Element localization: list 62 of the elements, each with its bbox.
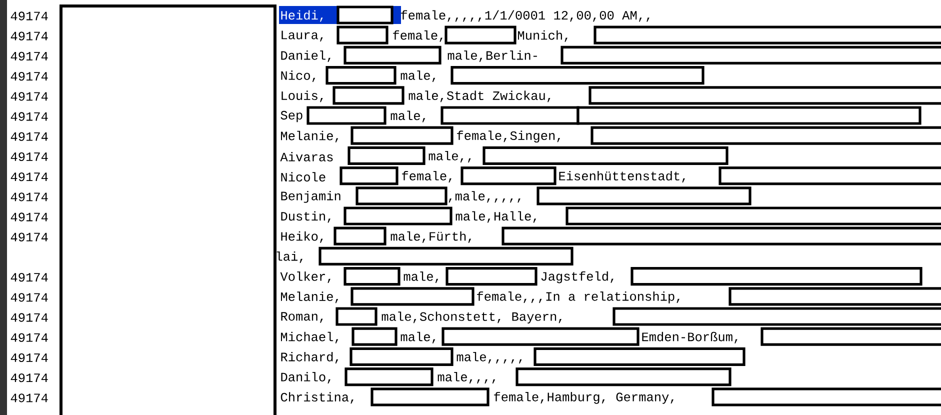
cell-text: Daniel,	[281, 50, 330, 62]
cell-text: 49174	[10, 353, 48, 362]
cell-text: Laura,	[282, 30, 323, 42]
cell-text: Sep	[280, 110, 302, 122]
highlighted-text: Heidi,	[281, 10, 323, 22]
cell-text: 49174	[10, 132, 48, 141]
cell-text: Jagstfeld,	[541, 271, 614, 284]
cell-text: female,,,,,1/1/0001 12,00,00 AM,,	[401, 10, 650, 22]
cell-text: male,Stadt Zwickau,	[408, 90, 550, 102]
cell-text: Louis,	[282, 90, 323, 102]
cell-text: male,	[390, 110, 426, 122]
cell-text: Aivaras	[280, 152, 333, 162]
cell-text: male,Halle,	[456, 211, 536, 223]
cell-text: male,	[404, 272, 438, 284]
cell-text: 49174	[10, 52, 48, 61]
cell-text: Volker,	[280, 272, 330, 284]
cell-text: Dustin,	[281, 211, 330, 223]
cell-text: 49174	[10, 272, 48, 282]
cell-text: Nicole	[281, 172, 326, 182]
cell-text: 49174	[10, 394, 48, 402]
cell-text: Heiko,	[281, 231, 323, 243]
cell-text: male,,,,	[438, 372, 496, 384]
cell-text: Melanie,	[281, 292, 338, 304]
cell-text: male,Schonstett, Bayern,	[382, 312, 562, 324]
cell-text: Danilo,	[281, 372, 330, 384]
cell-text: Munich,	[518, 30, 568, 42]
cell-text: female,	[402, 171, 452, 183]
cell-text: Michael,	[281, 332, 338, 344]
cell-text: male,,	[428, 150, 471, 162]
cell-text: 49174	[10, 333, 48, 342]
cell-text: 49174	[10, 293, 48, 302]
cell-text: Emden-Borßum,	[642, 332, 738, 344]
cell-text: Benjamin	[281, 190, 340, 203]
cell-text: 49174	[10, 313, 48, 322]
cell-text: lai,	[276, 251, 302, 263]
cell-text: 49174	[10, 172, 48, 182]
cell-text: male,,,,,	[456, 352, 522, 364]
cell-text: Melanie,	[281, 130, 338, 142]
cell-text: 49174	[10, 232, 48, 242]
cell-text: female,Hamburg, Germany,	[494, 392, 674, 404]
cell-text: 49174	[10, 92, 48, 101]
cell-text: 49174	[10, 32, 48, 40]
cell-text: male,	[400, 332, 436, 344]
cell-text: 49174	[10, 212, 48, 222]
cell-text: 49174	[10, 152, 48, 162]
cell-text: male,	[400, 70, 436, 82]
cell-text: Eisenhüttenstadt,	[559, 171, 685, 183]
cell-text: 49174	[10, 373, 48, 382]
cell-text: female,,,In a relationship,	[477, 291, 680, 304]
cell-text: Richard,	[281, 352, 338, 364]
cell-text: 49174	[10, 12, 48, 20]
cell-text: female,Singen,	[457, 130, 560, 143]
cell-text: Roman,	[281, 312, 323, 323]
cell-text: female,	[393, 30, 442, 42]
cell-text: 49174	[10, 112, 48, 121]
cell-text: ,male,,,,,	[448, 191, 520, 203]
cell-text: Christina,	[280, 392, 354, 404]
cell-text: male,Fürth,	[390, 231, 472, 243]
cell-text: 49174	[10, 72, 48, 81]
cell-text: 49174	[10, 192, 48, 202]
cell-text: Nico,	[281, 70, 316, 82]
cell-text: male,Berlin-	[448, 50, 537, 62]
